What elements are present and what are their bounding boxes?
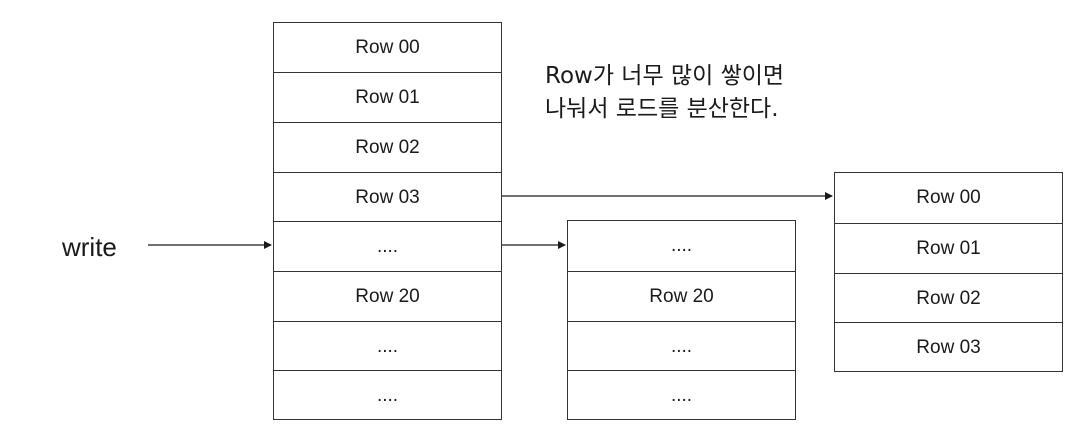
mid-row-cell: .... bbox=[670, 235, 693, 256]
split-note: Row가 너무 많이 쌓이면 나눠서 로드를 분산한다. bbox=[545, 60, 784, 126]
main-row-cell: Row 00 bbox=[355, 37, 420, 58]
main-row-cell: .... bbox=[274, 370, 501, 420]
write-label: write bbox=[62, 232, 117, 262]
note-line-2: 나눠서 로드를 분산한다. bbox=[545, 96, 779, 122]
right-row-cell: Row 00 bbox=[916, 187, 981, 208]
mid-row-table: .... Row 20 .... .... bbox=[567, 220, 796, 420]
right-row-table: Row 00 Row 01 Row 02 Row 03 bbox=[834, 172, 1063, 372]
mid-row-cell: .... bbox=[568, 370, 795, 420]
right-row-cell: Row 03 bbox=[835, 322, 1062, 372]
mid-row-cell: Row 20 bbox=[568, 271, 795, 321]
main-row-cell: .... bbox=[274, 321, 501, 371]
main-row-cell: .... bbox=[274, 221, 501, 271]
right-row-cell: Row 01 bbox=[835, 223, 1062, 273]
main-row-cell: Row 20 bbox=[274, 271, 501, 321]
main-row-cell: Row 03 bbox=[274, 172, 501, 222]
main-row-cell: Row 02 bbox=[274, 122, 501, 172]
main-row-cell: Row 01 bbox=[274, 72, 501, 122]
note-line-1: Row가 너무 많이 쌓이면 bbox=[545, 63, 785, 89]
main-row-table: Row 00 Row 01 Row 02 Row 03 .... Row 20 … bbox=[273, 22, 502, 420]
mid-row-cell: .... bbox=[568, 321, 795, 371]
right-row-cell: Row 02 bbox=[835, 273, 1062, 323]
